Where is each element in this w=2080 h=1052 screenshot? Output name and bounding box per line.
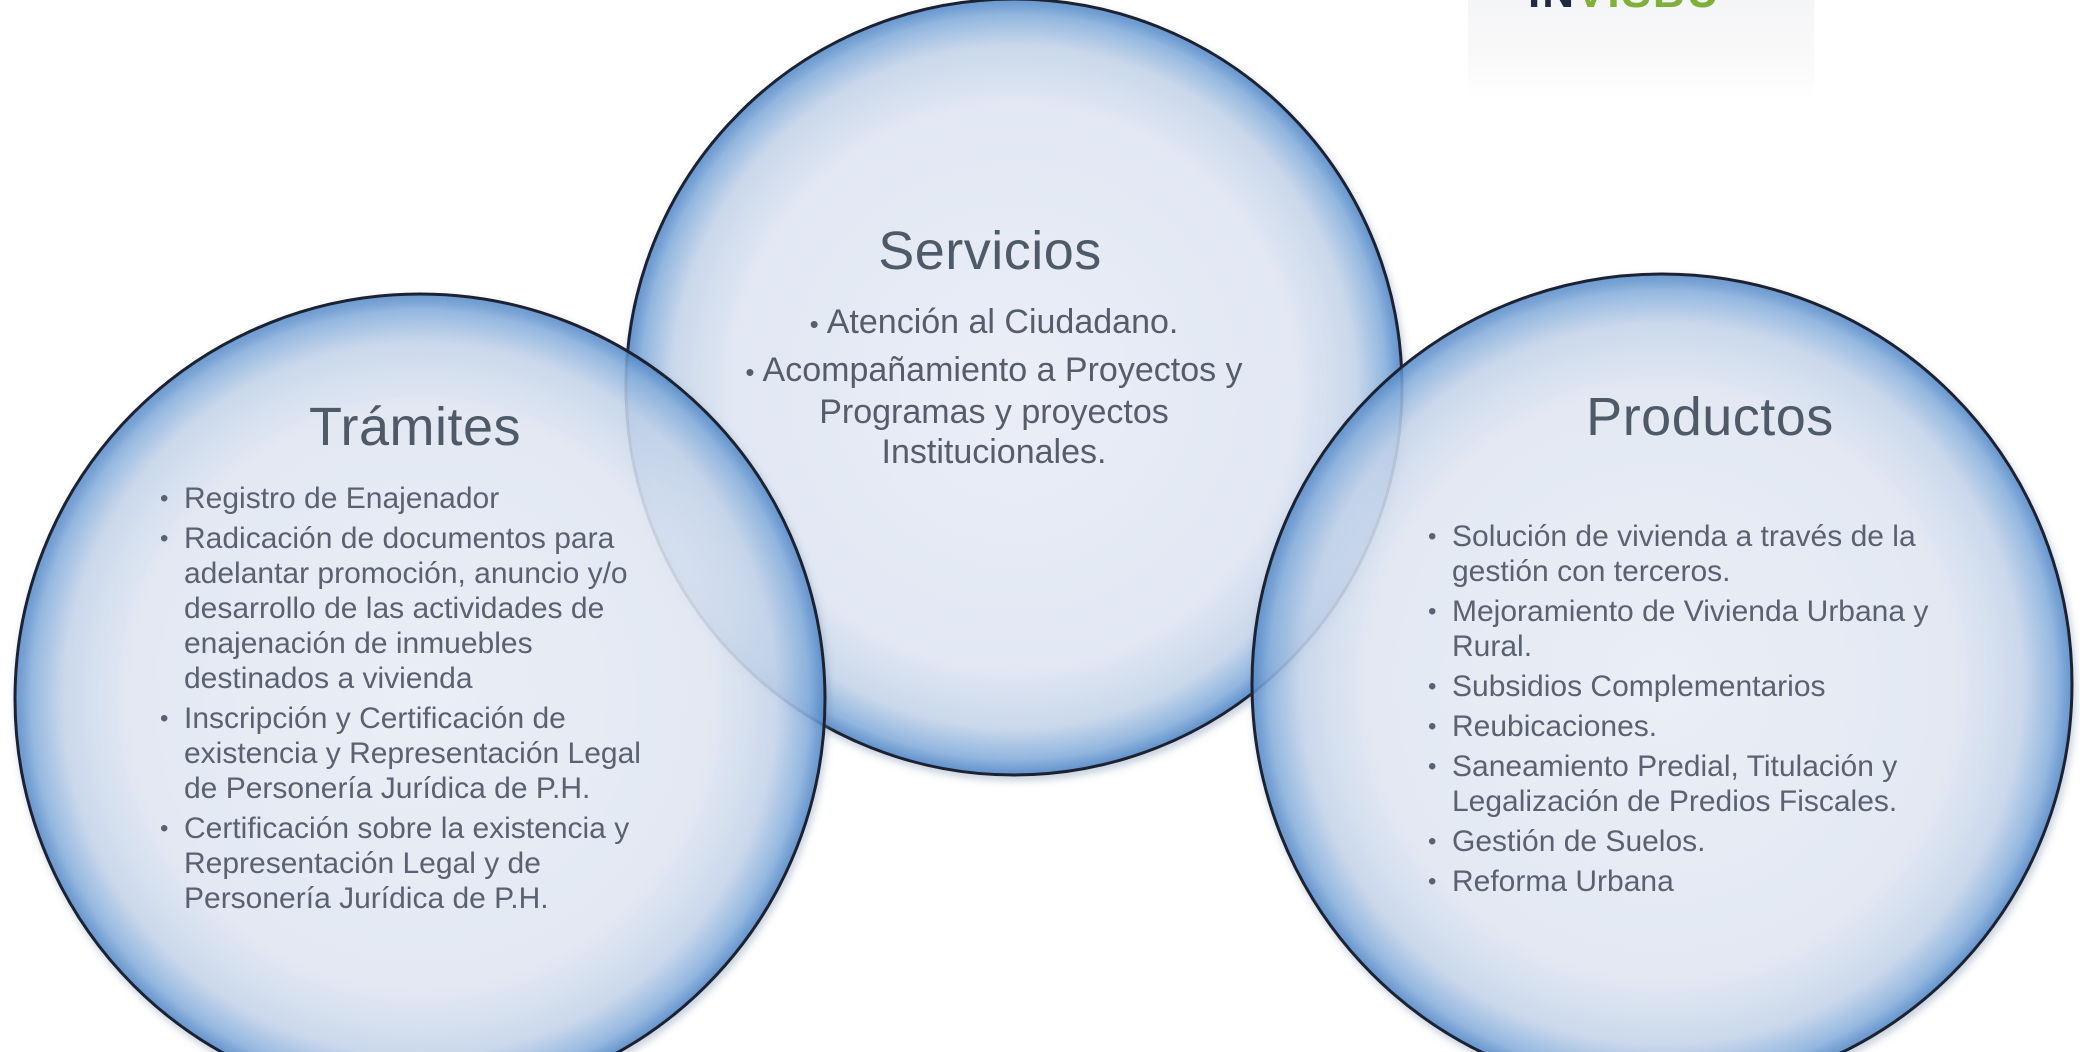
list-item: Radicación de documentos para adelantar …: [160, 521, 680, 696]
list-item: Saneamiento Predial, Titulación y Legali…: [1428, 749, 1948, 819]
list-item: Reforma Urbana: [1428, 864, 1948, 899]
tramites-title: Trámites: [308, 397, 521, 457]
list-item: Certificación sobre la existencia y Repr…: [160, 811, 680, 916]
list-item: Mejoramiento de Vivienda Urbana y Rural.: [1428, 594, 1948, 664]
list-item: Solución de vivienda a través de la gest…: [1428, 519, 1948, 589]
servicios-title: Servicios: [878, 221, 1102, 281]
list-item: Registro de Enajenador: [160, 481, 680, 516]
list-item: •Acompañamiento a Proyectos y Programas …: [745, 351, 1243, 471]
productos-title: Productos: [1586, 387, 1834, 447]
list-item: •Atención al Ciudadano.: [809, 303, 1179, 341]
list-item: Gestión de Suelos.: [1428, 824, 1948, 859]
list-item: Subsidios Complementarios: [1428, 669, 1948, 704]
list-item: Reubicaciones.: [1428, 709, 1948, 744]
list-item: Inscripción y Certificación de existenci…: [160, 701, 680, 806]
logo-text: INVISBU: [1528, 0, 1720, 18]
servicios-list: •Atención al Ciudadano. •Acompañamiento …: [724, 302, 1264, 478]
productos-list: Solución de vivienda a través de la gest…: [1428, 519, 1948, 904]
tramites-list: Registro de Enajenador Radicación de doc…: [160, 481, 680, 921]
logo: INVISBU: [1468, 0, 1814, 98]
